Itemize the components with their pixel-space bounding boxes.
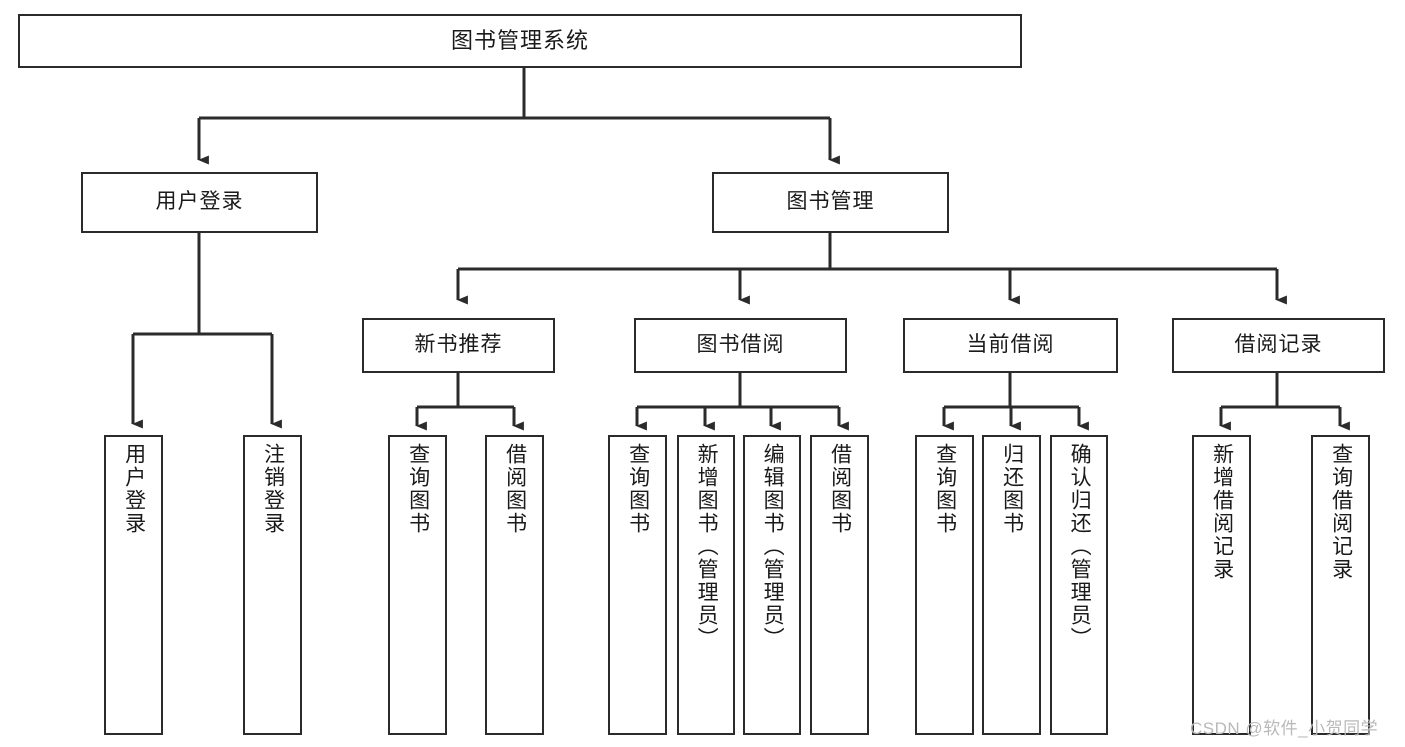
leaf-add-book-label: 新增图书（管理员） xyxy=(695,443,719,650)
leaf-query-book-1-label: 查询图书 xyxy=(406,443,430,535)
node-borrow-record[interactable]: 借阅记录 xyxy=(1172,318,1385,373)
node-user-login[interactable]: 用户登录 xyxy=(81,172,318,233)
node-current-borrow-label: 当前借阅 xyxy=(966,333,1055,357)
leaf-query-borrow-record-label: 查询借阅记录 xyxy=(1329,443,1353,581)
node-book-borrow-label: 图书借阅 xyxy=(696,333,785,357)
leaf-borrow-book-1-label: 借阅图书 xyxy=(503,443,527,535)
node-new-book-recommend-label: 新书推荐 xyxy=(414,333,503,357)
node-book-manage[interactable]: 图书管理 xyxy=(712,172,949,233)
leaf-add-book[interactable]: 新增图书（管理员） xyxy=(677,435,735,735)
node-book-manage-label: 图书管理 xyxy=(786,190,875,214)
leaf-add-borrow-record[interactable]: 新增借阅记录 xyxy=(1192,435,1251,735)
leaf-query-book-3-label: 查询图书 xyxy=(933,443,957,535)
leaf-query-book-2-label: 查询图书 xyxy=(626,443,650,535)
node-borrow-record-label: 借阅记录 xyxy=(1234,333,1323,357)
leaf-return-book-label: 归还图书 xyxy=(1000,443,1024,535)
leaf-return-book[interactable]: 归还图书 xyxy=(982,435,1041,735)
leaf-user-login[interactable]: 用户登录 xyxy=(104,435,163,735)
leaf-borrow-book-2[interactable]: 借阅图书 xyxy=(810,435,869,735)
leaf-logout-label: 注销登录 xyxy=(261,443,285,535)
leaf-add-borrow-record-label: 新增借阅记录 xyxy=(1210,443,1234,581)
node-book-borrow[interactable]: 图书借阅 xyxy=(634,318,847,373)
leaf-borrow-book-2-label: 借阅图书 xyxy=(828,443,852,535)
leaf-edit-book-label: 编辑图书（管理员） xyxy=(761,443,785,650)
leaf-edit-book[interactable]: 编辑图书（管理员） xyxy=(743,435,801,735)
leaf-borrow-book-1[interactable]: 借阅图书 xyxy=(485,435,544,735)
leaf-confirm-return[interactable]: 确认归还（管理员） xyxy=(1050,435,1108,735)
leaf-logout[interactable]: 注销登录 xyxy=(243,435,302,735)
node-root-label: 图书管理系统 xyxy=(450,28,589,54)
leaf-query-book-2[interactable]: 查询图书 xyxy=(608,435,667,735)
leaf-query-borrow-record[interactable]: 查询借阅记录 xyxy=(1311,435,1370,735)
leaf-query-book-3[interactable]: 查询图书 xyxy=(915,435,974,735)
leaf-user-login-label: 用户登录 xyxy=(122,443,146,535)
leaf-confirm-return-label: 确认归还（管理员） xyxy=(1068,443,1092,650)
leaf-query-book-1[interactable]: 查询图书 xyxy=(388,435,447,735)
node-user-login-label: 用户登录 xyxy=(155,190,244,214)
node-current-borrow[interactable]: 当前借阅 xyxy=(903,318,1118,373)
node-new-book-recommend[interactable]: 新书推荐 xyxy=(362,318,555,373)
node-root[interactable]: 图书管理系统 xyxy=(18,14,1022,68)
watermark-csdn: CSDN @软件_小贺同学 xyxy=(1190,719,1379,738)
